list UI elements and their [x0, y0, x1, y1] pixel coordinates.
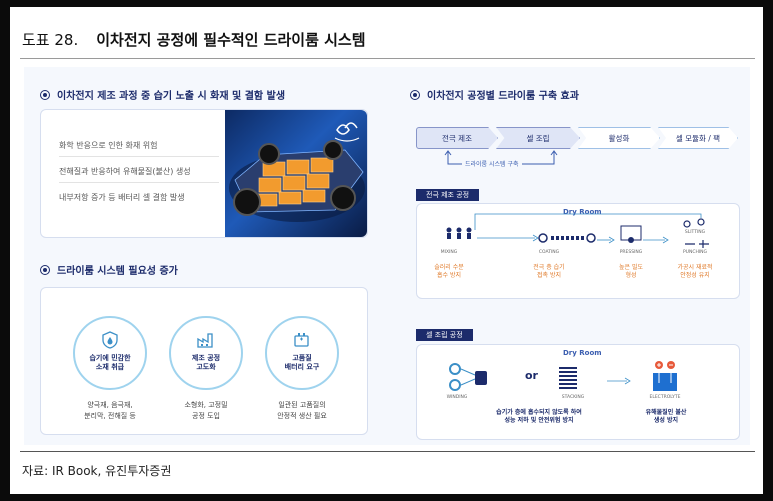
section-heading-effect: 이차전지 공정별 드라이룸 구축 효과 [410, 87, 579, 102]
need-label: 고품질 배터리 요구 [284, 354, 320, 371]
battery-icon [294, 333, 309, 347]
stage-description: 가공시 재료적 안정성 유지 [677, 264, 713, 279]
need-circle: 제조 공정 고도화 [169, 316, 243, 390]
section-title: 드라이룸 시스템 필요성 증가 [57, 266, 178, 277]
bottom-divider [20, 451, 755, 452]
ev-battery-image [225, 110, 367, 237]
infographic-panel: 이차전지 제조 과정 중 습기 노출 시 화재 및 결함 발생 화학 반응으로 … [24, 67, 750, 445]
step-formation: 활성화 [578, 127, 660, 149]
need-circle: 고품질 배터리 요구 [265, 316, 339, 390]
risk-item: 내부저항 증가 등 배터리 셀 결함 발생 [59, 193, 185, 202]
stage-description: 높은 밀도 형성 [619, 264, 643, 279]
need-description: 소형화, 고정밀 공정 도입 [184, 401, 228, 420]
need-description: 일관된 고품질의 안정적 생산 필요 [277, 401, 327, 420]
process-flow: 전극 제조 셀 조립 활성화 셀 모듈화 / 팩 [416, 127, 738, 149]
bullet-dot-icon [40, 264, 50, 275]
report-page: 도표 28. 이차전지 공정에 필수적인 드라이룸 시스템 이차전지 제조 과정… [10, 7, 763, 494]
stage-label: WINDING [446, 395, 468, 400]
section-heading-need: 드라이룸 시스템 필요성 증가 [40, 262, 178, 277]
tag-electrode-process: 전극 제조 공정 [416, 189, 480, 201]
need-item: 제조 공정 고도화 소형화, 고정밀 공정 도입 [151, 316, 261, 422]
stage-label: COATING [538, 250, 560, 255]
cell-process-box: Dry Room or WINDING STACKING ELECTROLYTE [416, 344, 740, 440]
stage-description: 습기가 층에 흡수되지 않도록 하여 성능 저하 및 안전위험 방지 [496, 409, 582, 424]
figure-heading: 이차전지 공정에 필수적인 드라이룸 시스템 [96, 31, 366, 49]
risk-item: 전해질과 반응하여 유해물질(불산) 생성 [59, 167, 191, 176]
stage-label: STACKING [561, 395, 585, 400]
stage-label: PRESSING [619, 250, 643, 255]
stage-label: ELECTROLYTE [649, 395, 681, 400]
risk-card: 화학 반응으로 인한 화재 위험 전해질과 반응하여 유해물질(불산) 생성 내… [40, 109, 368, 238]
section-heading-moisture-risk: 이차전지 제조 과정 중 습기 노출 시 화재 및 결함 발생 [40, 87, 285, 102]
figure-number: 도표 28. [22, 31, 79, 49]
source-note: 자료: IR Book, 유진투자증권 [22, 464, 172, 478]
need-description: 양극재, 음극재, 분리막, 전해질 등 [84, 401, 136, 420]
or-text: or [525, 369, 538, 382]
factory-icon [197, 333, 213, 348]
stage-description: 유해물질인 불산 생성 방지 [645, 409, 687, 424]
dry-room-label: Dry Room [563, 208, 602, 216]
risk-item: 화학 반응으로 인한 화재 위험 [59, 141, 158, 150]
divider [59, 182, 219, 183]
shield-water-icon [102, 331, 118, 349]
need-item: 고품질 배터리 요구 일관된 고품질의 안정적 생산 필요 [247, 316, 357, 422]
need-label: 제조 공정 고도화 [191, 354, 221, 371]
bullet-dot-icon [410, 89, 420, 100]
electrode-flow-diagram [446, 213, 709, 248]
cell-flow-diagram [449, 361, 677, 391]
need-card: 습기에 민감한 소재 취급 양극재, 음극재, 분리막, 전해질 등 제조 공정… [40, 287, 368, 435]
need-circle: 습기에 민감한 소재 취급 [73, 316, 147, 390]
step-cell-assembly: 셀 조립 [496, 127, 580, 149]
dry-room-label: Dry Room [563, 349, 602, 357]
stage-label: MIXING [440, 250, 458, 255]
section-title: 이차전지 제조 과정 중 습기 노출 시 화재 및 결함 발생 [57, 91, 286, 102]
step-electrode: 전극 제조 [416, 127, 498, 149]
stage-description: 전극 층 습기 접촉 방지 [533, 264, 565, 279]
bullet-dot-icon [40, 89, 50, 100]
electrode-process-box: Dry Room [416, 203, 740, 299]
figure-title: 도표 28. 이차전지 공정에 필수적인 드라이룸 시스템 [22, 29, 366, 53]
stage-label: PUNCHING [682, 250, 708, 255]
title-divider [20, 58, 755, 59]
stage-description: 슬러리 수분 흡수 방지 [434, 264, 464, 279]
divider [59, 156, 219, 157]
tag-cell-assembly: 셀 조립 공정 [416, 329, 473, 341]
section-title: 이차전지 공정별 드라이룸 구축 효과 [427, 91, 579, 102]
stage-label: SLITTING [684, 230, 706, 235]
dryroom-note: 드라이룸 시스템 구축 [462, 159, 522, 168]
need-item: 습기에 민감한 소재 취급 양극재, 음극재, 분리막, 전해질 등 [55, 316, 165, 422]
step-module-pack: 셀 모듈화 / 팩 [658, 127, 738, 149]
need-label: 습기에 민감한 소재 취급 [89, 354, 131, 371]
